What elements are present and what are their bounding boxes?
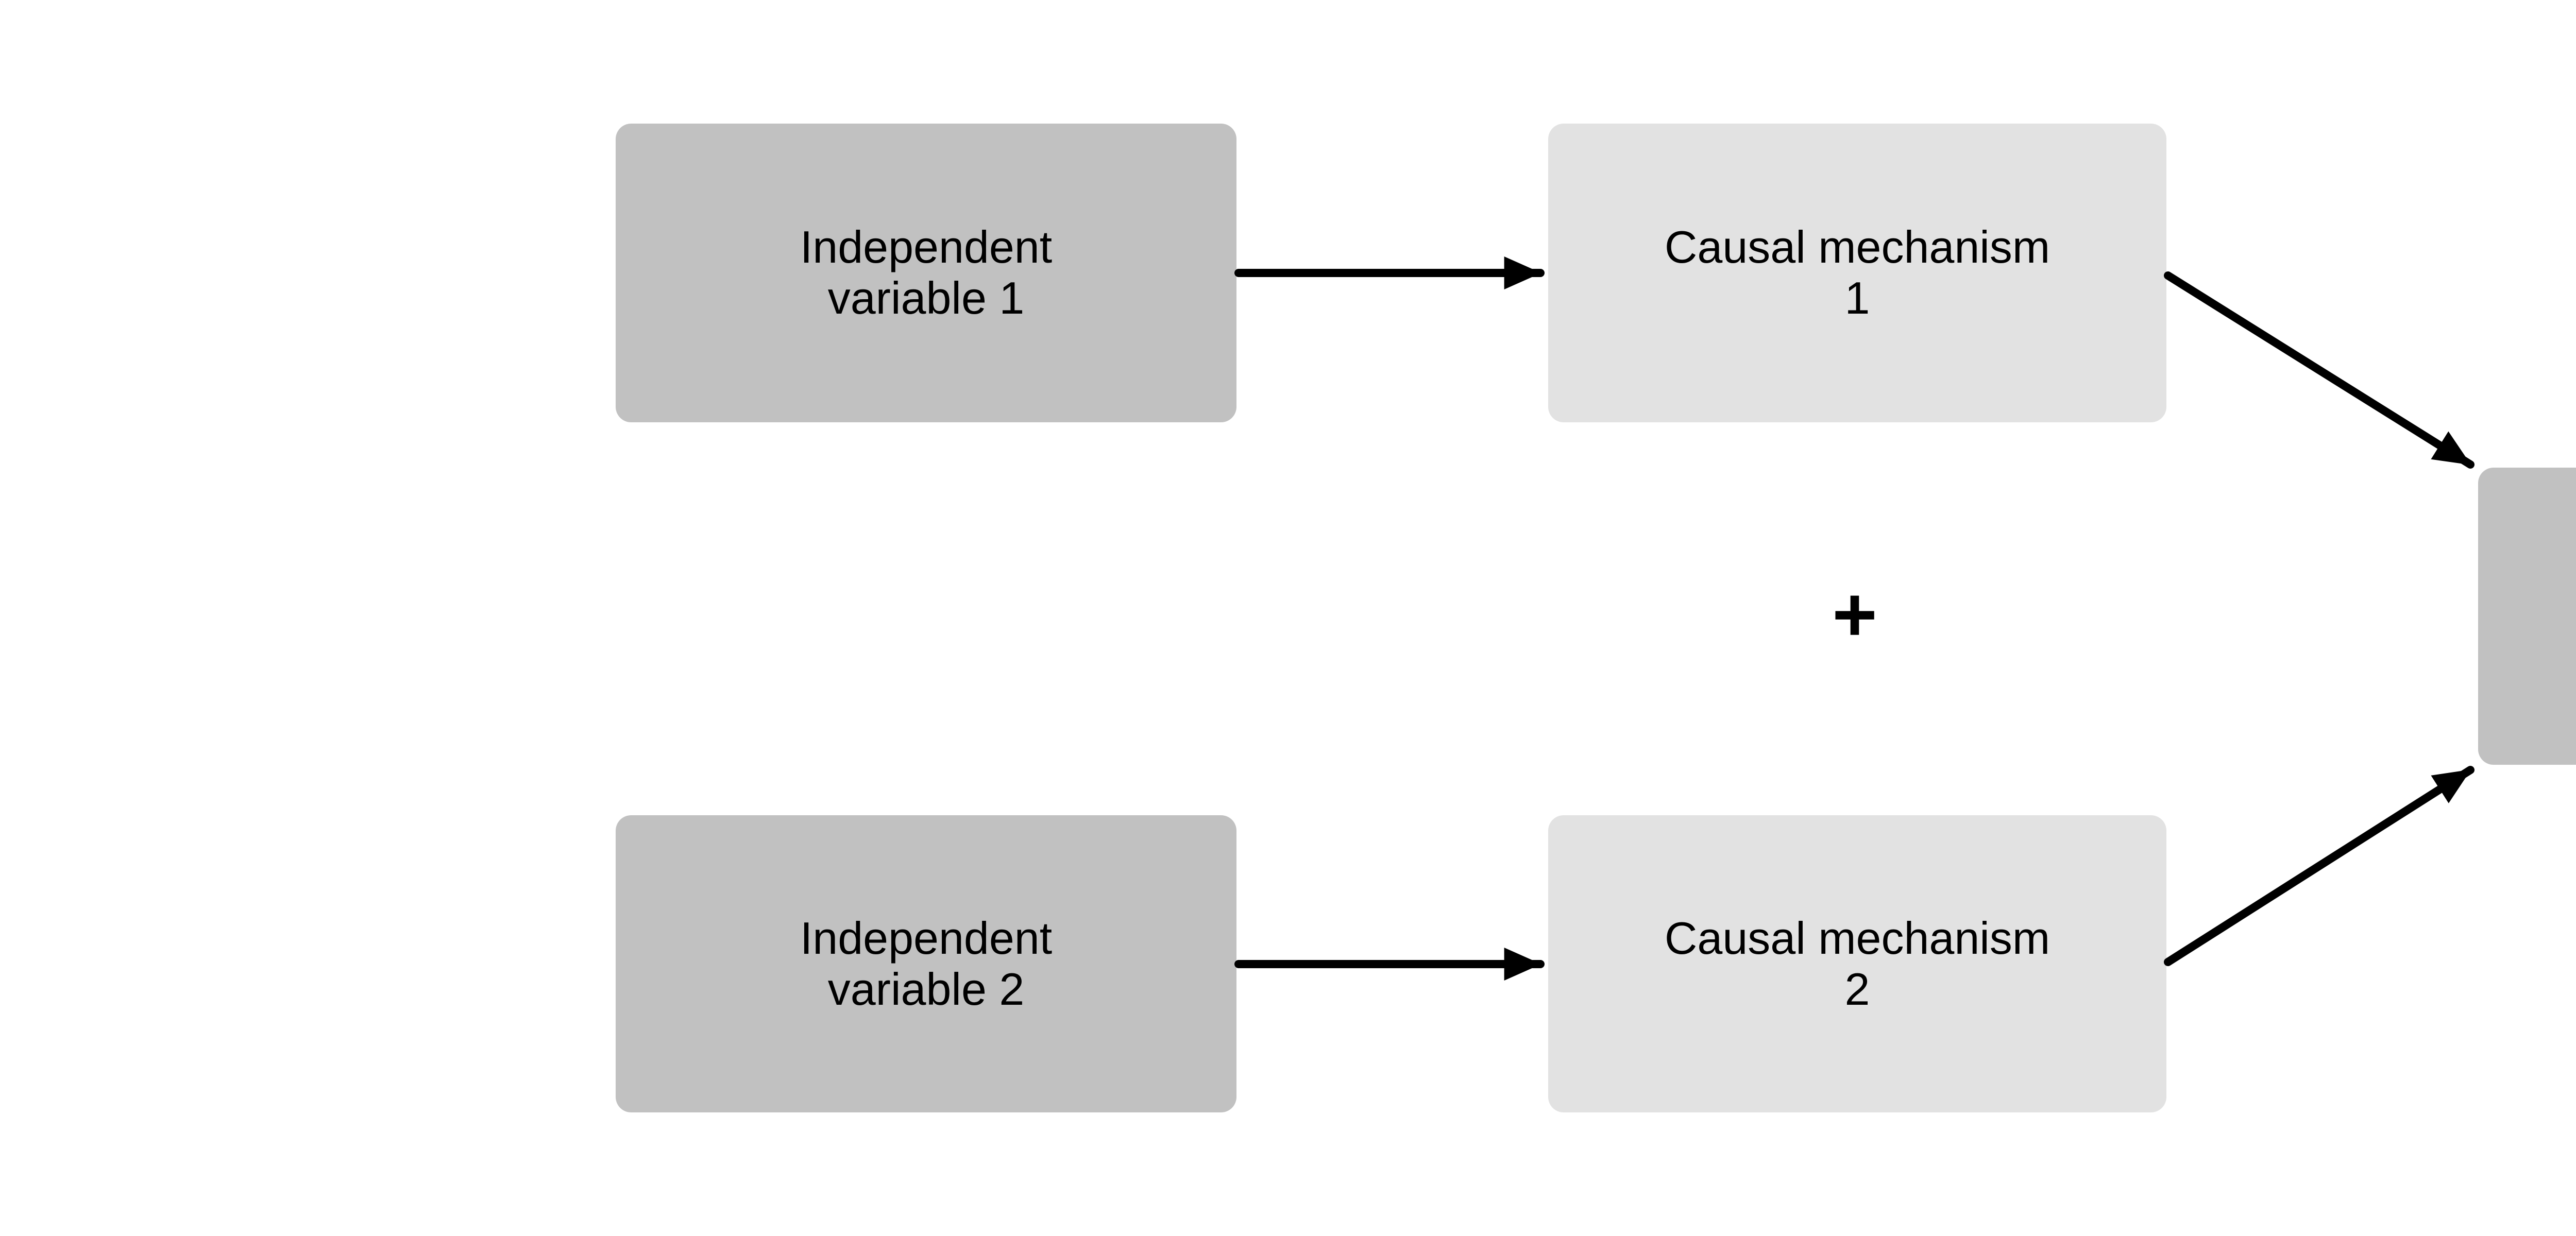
node-causal-mechanism-1: Causal mechanism 1: [1548, 124, 2166, 422]
node-independent-variable-1-label: Independent variable 1: [800, 221, 1053, 323]
node-causal-mechanism-1-label: Causal mechanism 1: [1664, 221, 2050, 323]
node-independent-variable-1: Independent variable 1: [616, 124, 1236, 422]
arrow-cm1-to-dv: [2164, 271, 2475, 469]
node-causal-mechanism-2: Causal mechanism 2: [1548, 815, 2166, 1112]
plus-operator: +: [1832, 571, 1877, 658]
arrow-cm2-to-dv: [2164, 766, 2475, 966]
node-dependent-variable: Dependent variable: [2478, 468, 2576, 765]
node-causal-mechanism-2-label: Causal mechanism 2: [1664, 912, 2050, 1015]
node-independent-variable-2-label: Independent variable 2: [800, 912, 1053, 1015]
node-independent-variable-2: Independent variable 2: [616, 815, 1236, 1112]
